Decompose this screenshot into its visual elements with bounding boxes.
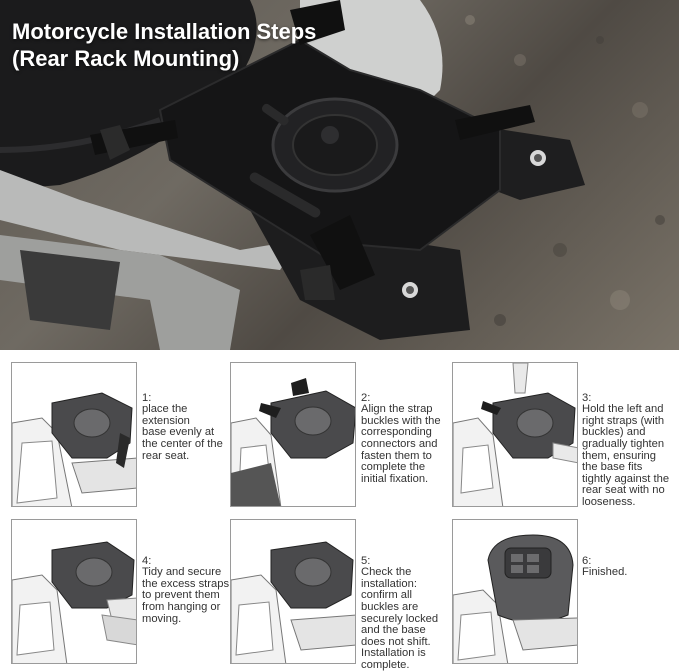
step-1-image <box>11 362 137 507</box>
step-1-number: 1: <box>142 391 152 404</box>
step-2-image <box>230 362 356 507</box>
step-4-text: 4:Tidy and secure the excess straps to p… <box>142 544 229 625</box>
step-4-number: 4: <box>142 554 152 567</box>
step-3-description: Hold the left and right straps (with buc… <box>582 403 670 508</box>
step-6-text: 6:Finished. <box>582 544 627 579</box>
step-3-number: 3: <box>582 391 592 404</box>
step-1-description: place the extension base evenly at the c… <box>142 403 223 462</box>
motorcycle-rack-illustration <box>0 0 665 350</box>
step-4-image <box>11 519 137 664</box>
step-6-description: Finished. <box>582 566 628 579</box>
step-5-number: 5: <box>361 554 371 567</box>
step-4-description: Tidy and secure the excess straps to pre… <box>142 566 230 625</box>
step-2-text: 2:Align the strap buckles with the corre… <box>361 381 441 485</box>
hero-photo: Motorcycle Installation Steps (Rear Rack… <box>0 0 679 350</box>
step-1-text: 1:place the extension base evenly at the… <box>142 381 223 462</box>
step-5-text: 5:Check the installation: confirm all bu… <box>361 544 438 672</box>
step-5-description: Check the installation: confirm all buck… <box>361 566 439 671</box>
page-title: Motorcycle Installation Steps (Rear Rack… <box>12 19 317 71</box>
step-6-number: 6: <box>582 554 592 567</box>
step-2-description: Align the strap buckles with the corresp… <box>361 403 441 485</box>
step-3-image <box>452 362 578 507</box>
step-2-number: 2: <box>361 391 371 404</box>
step-5-image <box>230 519 356 664</box>
step-3-text: 3:Hold the left and right straps (with b… <box>582 381 669 509</box>
step-6-image <box>452 519 578 664</box>
